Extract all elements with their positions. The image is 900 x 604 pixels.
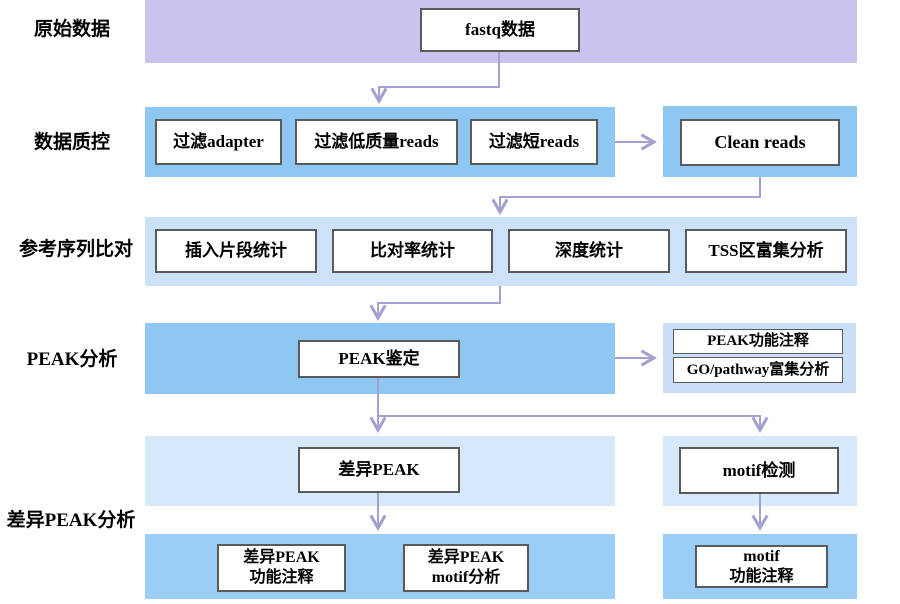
node-motif-annotation: motif 功能注释 [695,545,828,588]
node-peak-calling: PEAK鉴定 [298,340,460,378]
node-peak-annotation-label: PEAK功能注释 [707,333,809,350]
node-filter-adapter-label: 过滤adapter [173,132,264,152]
row-label-peak: PEAK分析 [0,350,144,369]
node-insert-size-stat: 插入片段统计 [155,229,317,273]
node-diff-peak-motif-label: 差异PEAK motif分析 [427,549,505,586]
arrow-alignment-to-peak [369,286,501,322]
row-label-peak-text: PEAK分析 [26,349,118,370]
node-diff-peak: 差异PEAK [298,447,460,493]
row-label-qc-text: 数据质控 [33,132,110,153]
node-diff-peak-annotation-label: 差异PEAK 功能注释 [243,549,320,586]
arrow-peak-to-motif-detection [378,415,769,434]
node-clean-reads-label: Clean reads [714,132,806,153]
node-tss-enrichment: TSS区富集分析 [685,229,847,273]
arrow-clean-reads-to-alignment [491,177,761,216]
node-diff-peak-motif: 差异PEAK motif分析 [403,544,529,592]
node-filter-low-quality: 过滤低质量reads [295,119,458,165]
node-go-pathway: GO/pathway富集分析 [673,357,843,383]
row-label-alignment-text: 参考序列比对 [18,239,133,260]
node-diff-peak-annotation: 差异PEAK 功能注释 [217,544,346,592]
arrow-fastq-to-qc [370,52,500,105]
node-tss-enrichment-label: TSS区富集分析 [708,241,824,261]
row-label-alignment: 参考序列比对 [0,240,152,259]
node-fastq: fastq数据 [420,8,580,52]
node-mapping-rate-stat: 比对率统计 [332,229,493,273]
node-go-pathway-label: GO/pathway富集分析 [686,361,830,378]
node-filter-short: 过滤短reads [470,119,598,165]
node-peak-calling-label: PEAK鉴定 [338,349,420,369]
node-filter-low-quality-label: 过滤低质量reads [314,132,439,152]
node-fastq-label: fastq数据 [465,20,535,40]
node-motif-annotation-label: motif 功能注释 [729,547,794,585]
node-motif-detection: motif检测 [679,447,839,494]
row-label-diff-peak-text: 差异PEAK分析 [6,510,136,531]
row-label-diff-peak: 差异PEAK分析 [0,511,142,530]
node-filter-adapter: 过滤adapter [155,119,282,165]
node-peak-annotation: PEAK功能注释 [673,329,843,354]
row-label-qc: 数据质控 [0,133,144,152]
node-mapping-rate-stat-label: 比对率统计 [370,241,455,261]
row-label-raw-data: 原始数据 [0,20,144,39]
node-depth-stat: 深度统计 [508,229,670,273]
node-depth-stat-label: 深度统计 [555,241,623,261]
node-motif-detection-label: motif检测 [722,460,796,480]
node-clean-reads: Clean reads [680,119,840,166]
node-insert-size-stat-label: 插入片段统计 [185,241,287,261]
row-label-raw-data-text: 原始数据 [33,19,110,40]
node-filter-short-label: 过滤短reads [488,132,580,152]
node-diff-peak-label: 差异PEAK [338,460,420,480]
